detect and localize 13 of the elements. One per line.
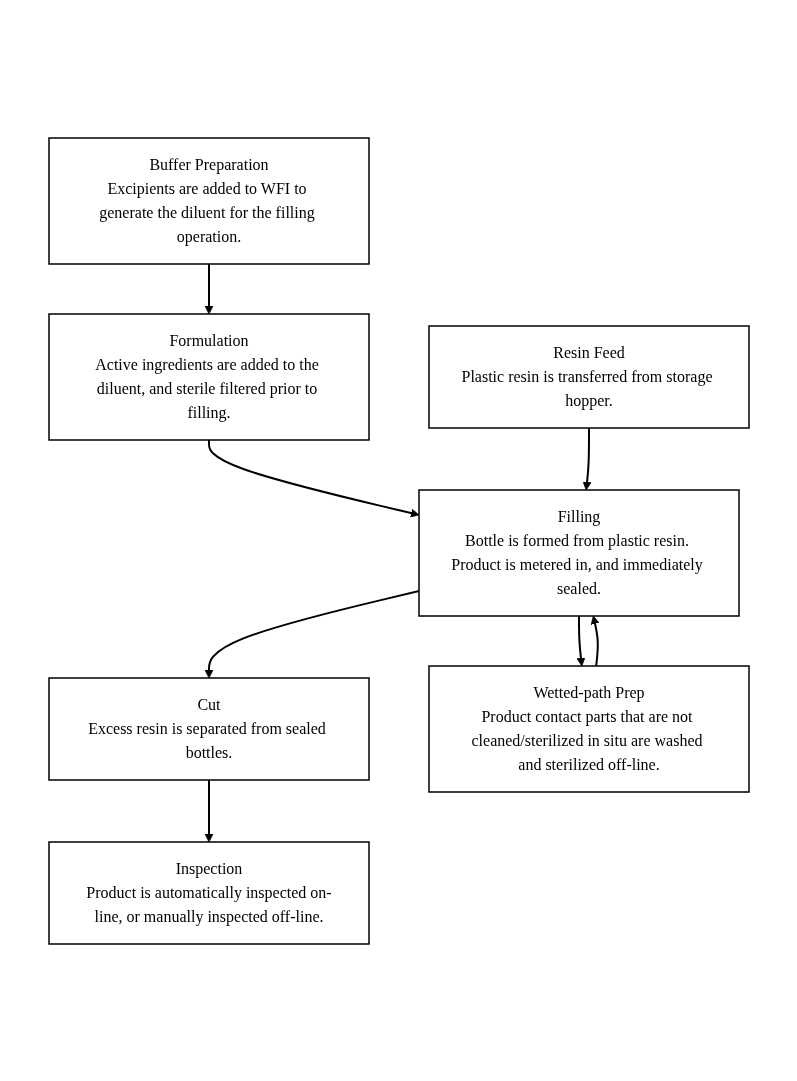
arrow [204,262,213,314]
node-box: Buffer Preparation Excipients are added to WFI to generate the diluent for the filling operation. [47,136,370,265]
arrow [204,778,213,842]
node-box: Resin Feed Plastic resin is transferred from storage hopper. [427,324,750,429]
arrow [582,426,591,490]
node-box: Inspection Product is automatically inspected on-line, or manually inspected off-line. [47,840,370,945]
arrow [576,614,585,666]
node-box: Wetted-path Prep Product contact parts that are not cleaned/sterilized in situ are washed and sterilized off-line. [427,664,750,793]
arrow [207,438,419,517]
arrow [590,615,599,667]
node-box: Formulation Active ingredients are added to the diluent, and sterile filtered prior to filling. [47,312,370,441]
node-box: Cut Excess resin is separated from sealed bottles. [47,676,370,781]
node-box: Filling Bottle is formed from plastic resin. Product is metered in, and immediately sealed. [417,488,740,617]
